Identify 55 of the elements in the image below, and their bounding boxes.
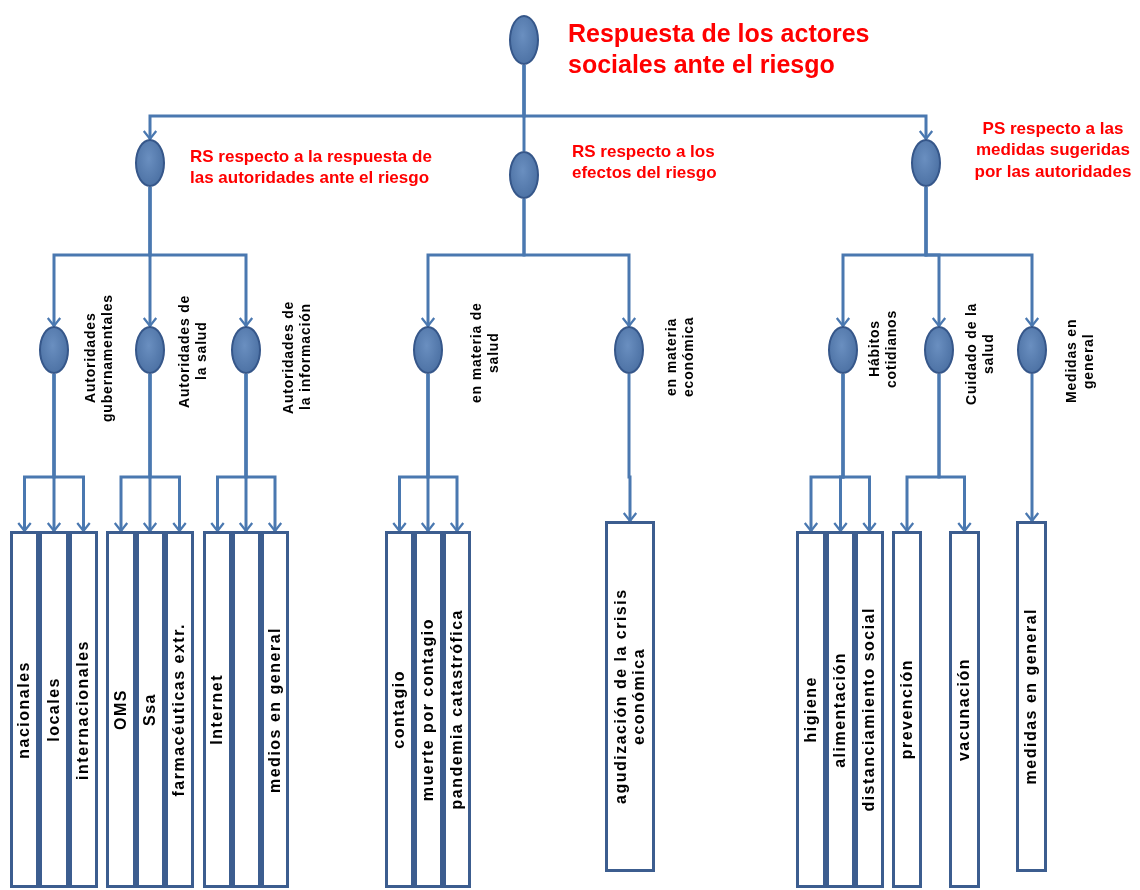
category-box: contagio bbox=[385, 531, 414, 888]
connector-arrow bbox=[522, 199, 637, 328]
category-box: locales bbox=[39, 531, 69, 888]
category-box: Internet bbox=[203, 531, 232, 888]
category-box: Ssa bbox=[136, 531, 165, 888]
category-box: medios en general bbox=[261, 531, 289, 888]
connector-arrow bbox=[924, 187, 1040, 328]
category-box: OMS bbox=[106, 531, 136, 888]
node-label: en materia de salud bbox=[468, 301, 502, 406]
ellipse-node bbox=[911, 139, 941, 187]
connector-arrow bbox=[244, 374, 283, 533]
category-box: vacunación bbox=[949, 531, 980, 888]
node-label: Autoridades gubernamentales bbox=[82, 293, 116, 424]
ellipse-node bbox=[135, 139, 165, 187]
category-box: alimentación bbox=[826, 531, 855, 888]
connector-arrow bbox=[522, 65, 934, 141]
ellipse-node bbox=[509, 151, 539, 199]
node-label: Respuesta de los actores sociales ante el riesgo bbox=[568, 18, 871, 81]
category-box: agudización de la crisis económica bbox=[605, 521, 655, 872]
node-label: Medidas en general bbox=[1063, 317, 1097, 406]
connector-arrow bbox=[622, 374, 638, 523]
connector-arrow bbox=[148, 374, 187, 533]
category-box: internacionales bbox=[69, 531, 98, 888]
category-box: distanciamiento social bbox=[855, 531, 884, 888]
category-box: higiene bbox=[796, 531, 826, 888]
node-label: RS respecto a los efectos del riesgo bbox=[572, 141, 718, 184]
node-label: en materia económica bbox=[663, 315, 697, 400]
category-box: medidas en general bbox=[1016, 521, 1047, 872]
category-box: muerte por contagio bbox=[414, 531, 443, 888]
node-label: PS respecto a las medidas sugeridas por las autoridades bbox=[973, 118, 1133, 182]
ellipse-node bbox=[828, 326, 858, 374]
connector-arrow bbox=[937, 374, 972, 533]
ellipse-node bbox=[1017, 326, 1047, 374]
node-label: Autoridades de la información bbox=[280, 299, 314, 416]
node-label: Autoridades de la salud bbox=[176, 293, 210, 410]
connector-arrow bbox=[1024, 374, 1040, 523]
ellipse-node bbox=[614, 326, 644, 374]
connector-arrow bbox=[426, 374, 465, 533]
node-label: RS respecto a la respuesta de las autoridades ante el riesgo bbox=[190, 146, 433, 189]
ellipse-node bbox=[135, 326, 165, 374]
ellipse-node bbox=[509, 15, 539, 65]
category-box: prevención bbox=[892, 531, 922, 888]
ellipse-node bbox=[39, 326, 69, 374]
node-label: Cuidado de la salud bbox=[963, 301, 997, 408]
category-box: pandemia catastrófica bbox=[443, 531, 471, 888]
category-box: farmacéuticas extr. bbox=[165, 531, 194, 888]
ellipse-node bbox=[413, 326, 443, 374]
ellipse-node bbox=[231, 326, 261, 374]
connector-arrow bbox=[148, 187, 254, 328]
category-box: nacionales bbox=[10, 531, 39, 888]
connector-arrow bbox=[52, 374, 91, 533]
connector-arrow bbox=[841, 374, 877, 533]
category-box bbox=[232, 531, 261, 888]
node-label: Hábitos cotidianos bbox=[866, 309, 900, 390]
ellipse-node bbox=[924, 326, 954, 374]
